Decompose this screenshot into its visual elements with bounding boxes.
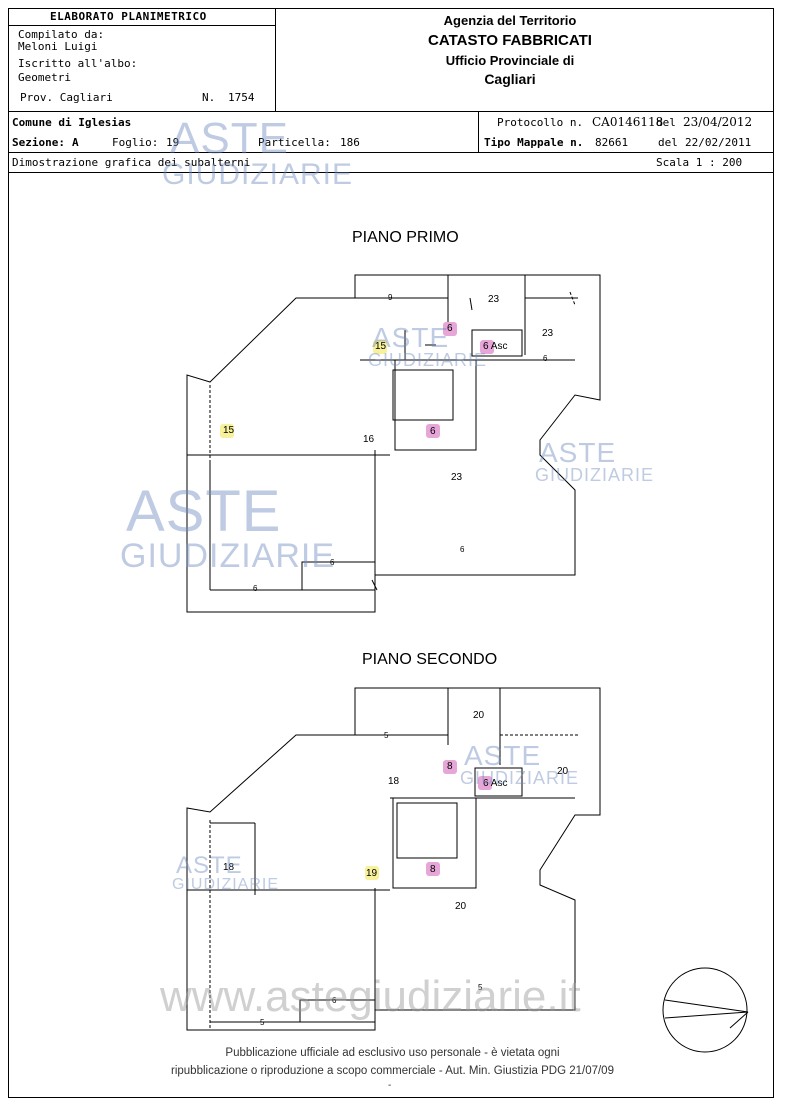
highlight-pink-5 [478, 776, 492, 790]
agency: Agenzia del Territorio [443, 13, 577, 28]
label: 9 [388, 293, 393, 302]
label: 5 [478, 983, 483, 992]
highlight-pink-4 [443, 760, 457, 774]
label: 15 [375, 341, 387, 352]
page-frame [8, 8, 774, 1098]
section: A [72, 136, 79, 149]
register-label: Iscritto all'albo: [18, 57, 138, 70]
watermark-brand: ASTE GIUDIZIARIE [535, 437, 655, 485]
label: 8 [430, 864, 436, 875]
label: 6 Asc [483, 778, 508, 789]
label: 6 [447, 323, 453, 334]
watermark-brand: ASTE GIUDIZIARIE [120, 479, 336, 575]
label: 23 [488, 294, 500, 305]
label: 23 [542, 328, 554, 339]
compiled-by: Meloni Luigi [18, 40, 98, 53]
label: 20 [455, 901, 467, 912]
label: 6 [430, 426, 436, 437]
label: 18 [388, 776, 400, 787]
map-date-label: del [658, 136, 678, 149]
label: 6 [332, 996, 337, 1005]
label: 8 [447, 761, 453, 772]
province: Prov. Cagliari [20, 91, 113, 104]
label: 16 [363, 434, 375, 445]
highlight-pink-3 [426, 424, 440, 438]
number: 1754 [228, 91, 255, 104]
label: 15 [223, 425, 235, 436]
watermark-brand: ASTE GIUDIZIARIE [460, 740, 580, 788]
municipality: Comune di Iglesias [12, 116, 132, 129]
highlight-pink-2 [480, 340, 494, 354]
highlight-pink-1 [443, 322, 457, 336]
map-type: 82661 [595, 136, 629, 149]
plan-first-title: PIANO PRIMO [352, 229, 459, 246]
sheet: 19 [166, 136, 180, 149]
section-label: Sezione: [12, 136, 65, 149]
watermark-brand: ASTE GIUDIZIARIE [162, 114, 354, 191]
header-box [8, 8, 276, 111]
label: 5 [260, 1018, 265, 1027]
protocol: CA0146118 [592, 115, 664, 129]
label: 20 [473, 710, 485, 721]
label: 23 [451, 472, 463, 483]
label: 6 [543, 354, 548, 363]
box-title: ELABORATO PLANIMETRICO [50, 10, 207, 23]
scale: Scala 1 : 200 [656, 156, 743, 169]
description: Dimostrazione grafica dei subalterni [12, 156, 251, 169]
label: 6 [330, 558, 335, 567]
label: 6 [460, 545, 465, 554]
number-label: N. [202, 91, 216, 104]
protocol-date: 23/04/2012 [683, 115, 753, 129]
plan-second-title: PIANO SECONDO [362, 651, 498, 668]
label: 6 [253, 584, 258, 593]
watermark-url: www.astegiudiziarie.it [160, 972, 581, 1021]
highlight-yellow-3 [365, 866, 379, 880]
watermark-brand: ASTE GIUDIZIARIE [172, 852, 280, 893]
footer-dash: - [388, 1080, 392, 1091]
cadastre: CATASTO FABBRICATI [428, 32, 592, 49]
watermark-brand: ASTE GIUDIZIARIE [368, 322, 488, 370]
protocol-date-label: del [656, 116, 676, 129]
protocol-label: Protocollo n. [497, 116, 584, 129]
highlight-yellow-1 [373, 340, 387, 354]
map-date: 22/02/2011 [685, 136, 752, 149]
label: 19 [366, 868, 378, 879]
parcel: 186 [340, 136, 360, 149]
office: Ufficio Provinciale di [445, 53, 575, 68]
highlight-yellow-2 [220, 424, 234, 438]
footer-line-1: Pubblicazione ufficiale ad esclusivo uso… [225, 1047, 560, 1059]
compiled-by-label: Compilato da: [18, 28, 105, 41]
parcel-label: Particella: [258, 136, 331, 149]
register: Geometri [18, 71, 71, 84]
label: 5 [384, 731, 389, 740]
label: 6 Asc [483, 341, 508, 352]
map-type-label: Tipo Mappale n. [484, 136, 584, 149]
label: 20 [557, 766, 569, 777]
sheet-label: Foglio: [112, 136, 159, 149]
label: 18 [223, 862, 235, 873]
highlight-pink-6 [426, 862, 440, 876]
footer-line-2: ripubblicazione o riproduzione a scopo c… [171, 1065, 614, 1077]
city: Cagliari [484, 71, 536, 87]
